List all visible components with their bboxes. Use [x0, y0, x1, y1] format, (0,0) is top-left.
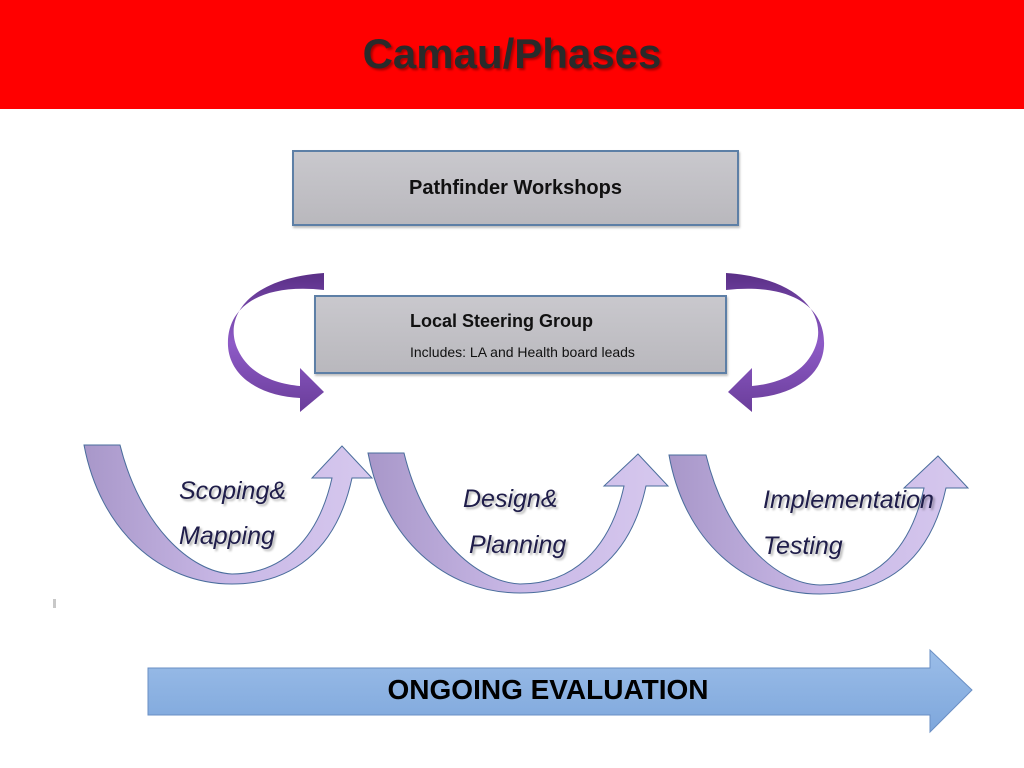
stray-mark	[53, 599, 56, 608]
steering-group-subtitle: Includes: LA and Health board leads	[410, 344, 635, 360]
pathfinder-label: Pathfinder Workshops	[409, 177, 622, 199]
steering-group-title: Local Steering Group	[410, 311, 594, 331]
phase-arrow-1	[83, 444, 374, 585]
phase-arrow-2	[367, 452, 670, 594]
steering-group-box: Local Steering Group Includes: LA and He…	[314, 295, 727, 374]
pathfinder-box: Pathfinder Workshops	[292, 150, 739, 226]
evaluation-arrow	[147, 648, 973, 734]
loop-arrow-right	[726, 273, 825, 412]
phase-arrow-3	[668, 454, 970, 595]
phase-2-line-2: Planning	[469, 531, 567, 559]
phase-3-line-1: Implementation	[763, 486, 934, 514]
title-bar	[0, 0, 1024, 109]
loop-arrow-left	[227, 273, 324, 412]
phase-1-line-1: Scoping&	[179, 477, 287, 505]
phase-2-line-1: Design&	[463, 485, 558, 513]
phase-3-line-2: Testing	[763, 532, 843, 560]
slide-title: Camau/Phases	[362, 30, 662, 77]
phase-1-line-2: Mapping	[179, 522, 275, 550]
evaluation-label: ONGOING EVALUATION	[387, 674, 709, 705]
